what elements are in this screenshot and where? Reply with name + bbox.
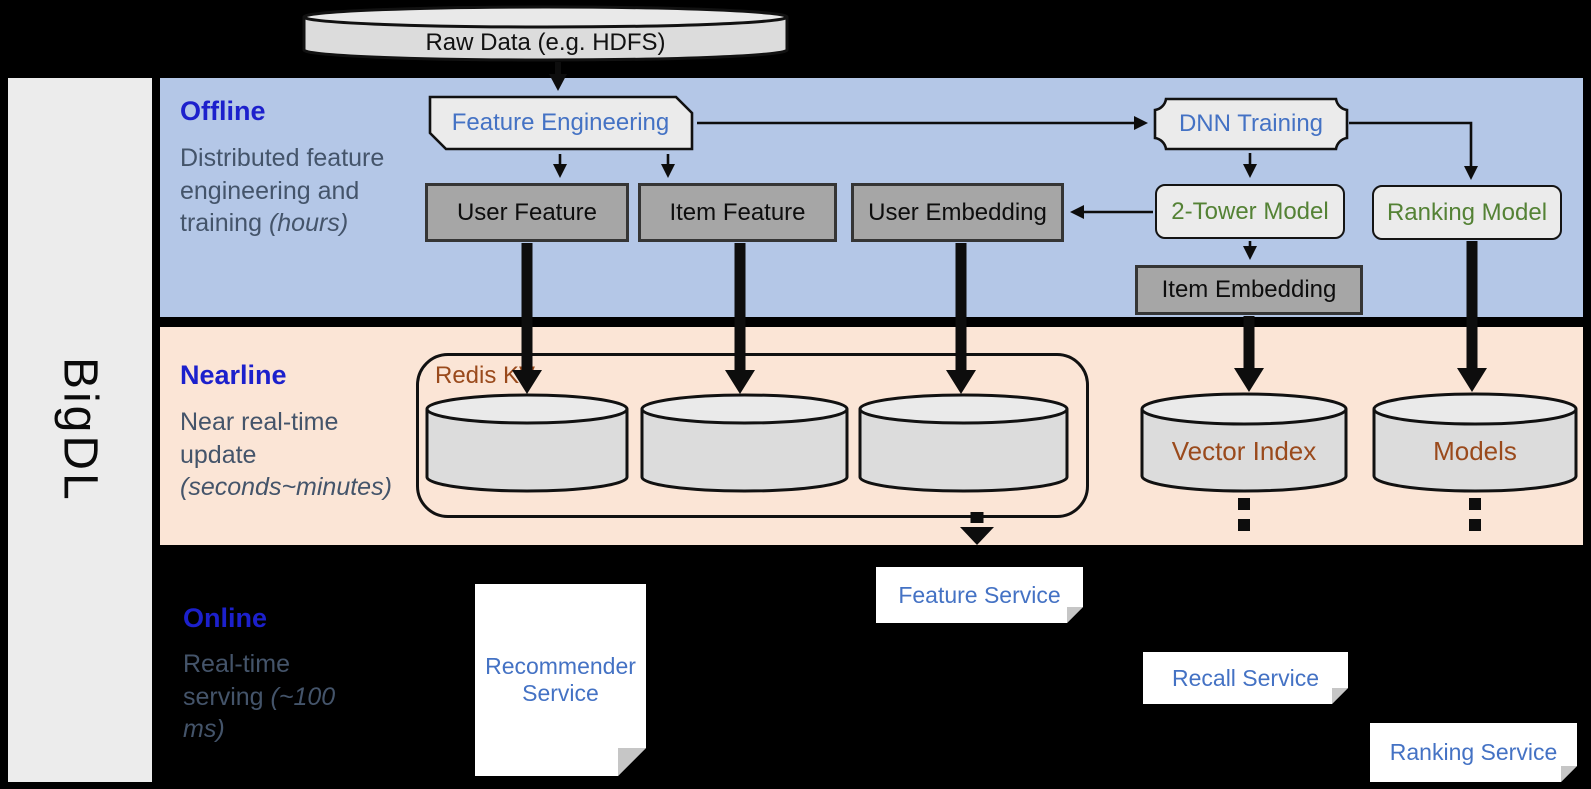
offline-section-desc: Distributed feature engineering and trai…	[180, 142, 395, 240]
feature-engineering-box: Feature Engineering	[426, 94, 695, 152]
user-feature-label: User Feature	[456, 198, 598, 226]
redis-kv-label: Redis KV	[435, 362, 536, 389]
cylinder-shape	[1140, 392, 1348, 493]
online-section-desc: Real-time serving (~100 ms)	[183, 648, 343, 746]
item-feature-label: Item Feature	[669, 198, 806, 226]
nearline-desc-text: Near real-time update	[180, 408, 339, 469]
online-desc-text: Real-time serving	[183, 650, 290, 711]
models-label: Models	[1433, 436, 1517, 466]
redis-cylinder-3	[858, 393, 1069, 493]
cylinder-shape	[1372, 392, 1578, 493]
ranking-service-box: Ranking Service	[1370, 723, 1577, 782]
redis-cylinder-1	[425, 393, 629, 493]
cylinder-shape	[858, 393, 1069, 493]
bigdl-brand-text: BigDL	[53, 357, 107, 503]
nearline-desc-note: (seconds~minutes)	[180, 473, 392, 501]
two-tower-model-box: 2-Tower Model	[1155, 184, 1345, 239]
user-embedding-box: User Embedding	[851, 183, 1064, 242]
offline-desc-note: (hours)	[268, 209, 349, 237]
nearline-section-desc: Near real-time update (seconds~minutes)	[180, 406, 415, 504]
online-section-title: Online	[183, 603, 268, 633]
two-tower-model-label: 2-Tower Model	[1171, 197, 1329, 225]
ranking-model-label: Ranking Model	[1386, 198, 1548, 226]
dnn-training-shape	[1153, 97, 1349, 151]
bigdl-brand-bar: BigDL	[8, 78, 152, 782]
recall-service-label: Recall Service	[1172, 664, 1319, 691]
cylinder-shape	[302, 5, 789, 62]
nearline-section-title: Nearline	[180, 360, 287, 390]
feature-service-label: Feature Service	[898, 581, 1061, 608]
vector-index-label: Vector Index	[1171, 436, 1317, 466]
item-feature-box: Item Feature	[638, 183, 837, 242]
redis-cylinder-2	[640, 393, 849, 493]
feature-engineering-label: Feature Engineering	[451, 109, 670, 136]
offline-section-title: Offline	[180, 96, 266, 126]
item-embedding-box: Item Embedding	[1135, 265, 1363, 315]
item-embedding-label: Item Embedding	[1161, 276, 1337, 303]
online-desc-note: (~100 ms)	[183, 682, 336, 744]
vector-index-store: Vector Index	[1140, 392, 1348, 493]
ranking-model-box: Ranking Model	[1372, 185, 1562, 240]
recommender-service-label: Recommender Service	[485, 653, 636, 706]
feature-engineering-shape	[428, 95, 694, 151]
user-feature-box: User Feature	[425, 183, 629, 242]
raw-data-label: Raw Data (e.g. HDFS)	[425, 29, 666, 56]
dnn-training-box: DNN Training	[1153, 97, 1349, 151]
feature-service-box: Feature Service	[876, 567, 1083, 623]
offline-desc-text: Distributed feature engineering and trai…	[180, 144, 385, 237]
recall-service-box: Recall Service	[1143, 652, 1348, 704]
user-embedding-label: User Embedding	[868, 198, 1047, 226]
dnn-training-label: DNN Training	[1178, 110, 1324, 137]
cylinder-shape	[640, 393, 849, 493]
ranking-service-label: Ranking Service	[1389, 739, 1558, 765]
models-store: Models	[1372, 392, 1578, 493]
cylinder-shape	[425, 393, 629, 493]
raw-data-store: Raw Data (e.g. HDFS)	[302, 5, 789, 62]
recommender-service-doc: Recommender Service	[475, 584, 646, 776]
